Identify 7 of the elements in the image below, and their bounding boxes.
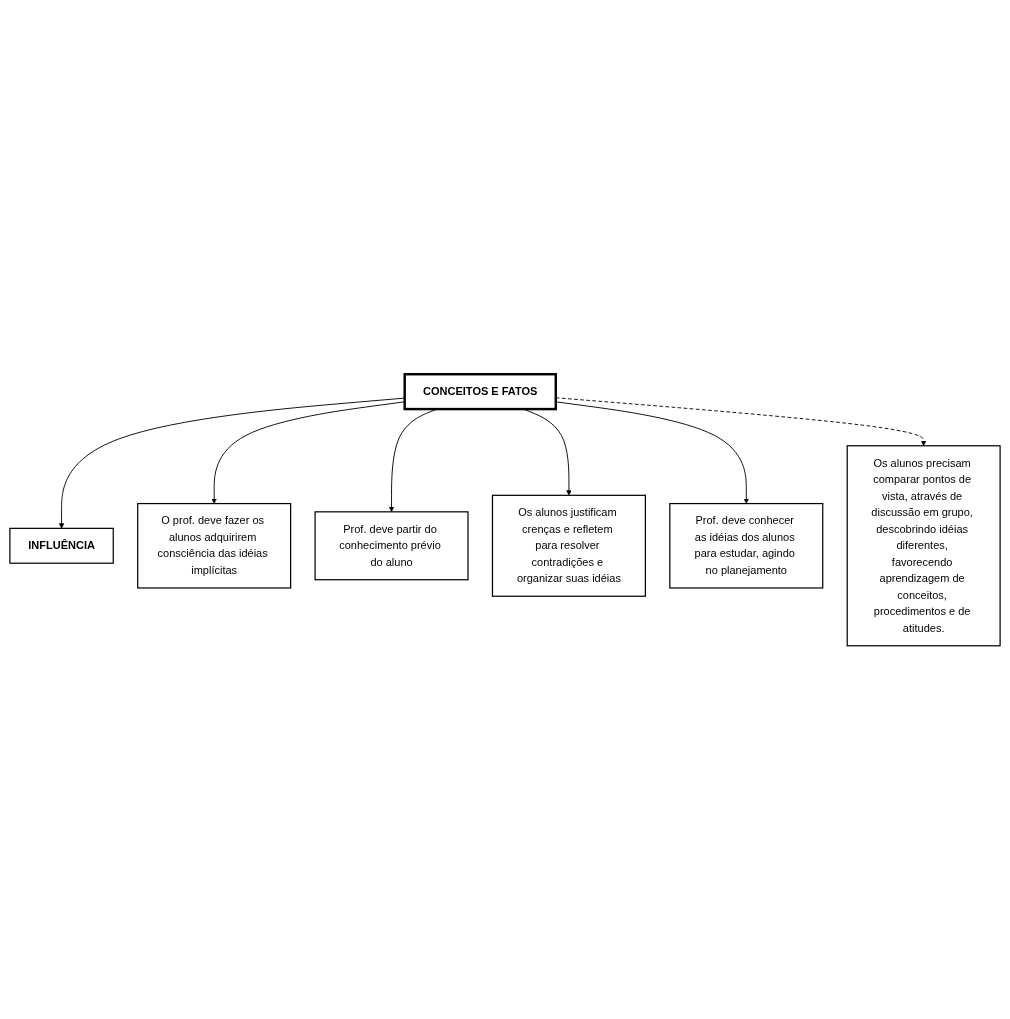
node-box: Prof. deve conhecer as idéias dos alunos para estudar, agindo no planejamento	[669, 502, 824, 589]
node-box: Os alunos precisam comparar pontos de vista, através de discussão em grupo, descobrindo idéias diferentes, favorecendo aprendizagem de conceitos, procedimentos e de atitudes.	[846, 444, 1001, 646]
node-box: O prof. deve fazer os alunos adquirirem consciência das idéias implícitas	[137, 502, 292, 589]
node-box: Prof. deve partir do conhecimento prévio do aluno	[314, 510, 469, 580]
node-box: INFLUÊNCIA	[9, 527, 114, 564]
node-box: Os alunos justificam crenças e refletem para resolver contradições e organizar suas idéias	[491, 494, 646, 597]
node-box: CONCEITOS E FATOS	[403, 372, 557, 410]
